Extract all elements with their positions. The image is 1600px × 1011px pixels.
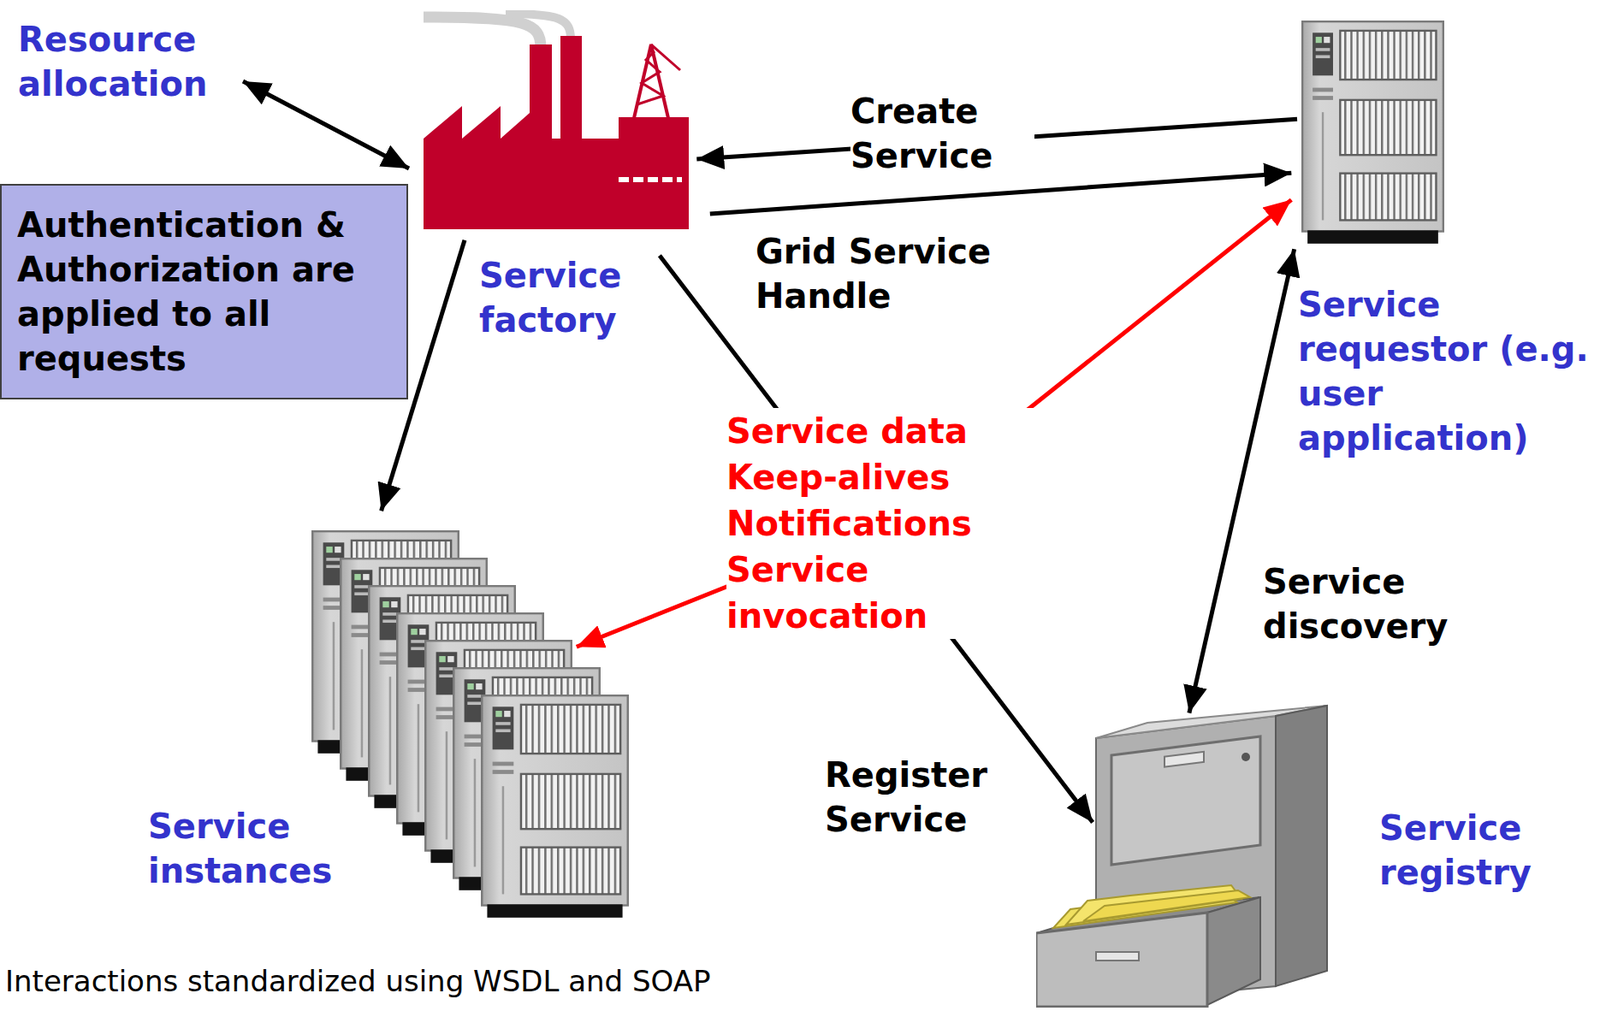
factory-node: Service factory	[423, 10, 689, 230]
note-text: Authentication & Authorization are appli…	[17, 202, 392, 381]
connector-arrow	[659, 255, 1093, 824]
edge-label: Create Service	[850, 88, 1035, 178]
filing-cabinet-icon	[1036, 704, 1369, 1008]
edge-label: Service data Keep-alives Notifications S…	[726, 408, 1043, 640]
annotation-label: Resource allocation	[17, 17, 267, 107]
node-label: Service registry	[1379, 805, 1594, 895]
factory-icon	[423, 10, 689, 230]
server-icon	[1301, 20, 1445, 245]
leader-arrow	[242, 81, 409, 169]
edge-label: Register Service	[824, 752, 1031, 842]
interaction-arrow	[576, 200, 1292, 648]
edge-label: Service discovery	[1262, 559, 1503, 649]
node-label: Service factory	[479, 253, 694, 343]
footnote: Interactions standardized using WSDL and…	[5, 963, 711, 1000]
edge-label: Grid Service Handle	[755, 229, 1047, 319]
requestor-node: Service requestor (e.g. user application…	[1301, 20, 1445, 245]
instances-node: Service instances	[311, 530, 629, 919]
note-box: Authentication & Authorization are appli…	[0, 183, 409, 400]
server-stack-icon	[311, 530, 629, 919]
node-label: Service requestor (e.g. user application…	[1297, 282, 1594, 461]
node-label: Service instances	[148, 804, 388, 894]
connector-arrow	[710, 172, 1292, 214]
registry-node: Service registry	[1036, 704, 1369, 1008]
